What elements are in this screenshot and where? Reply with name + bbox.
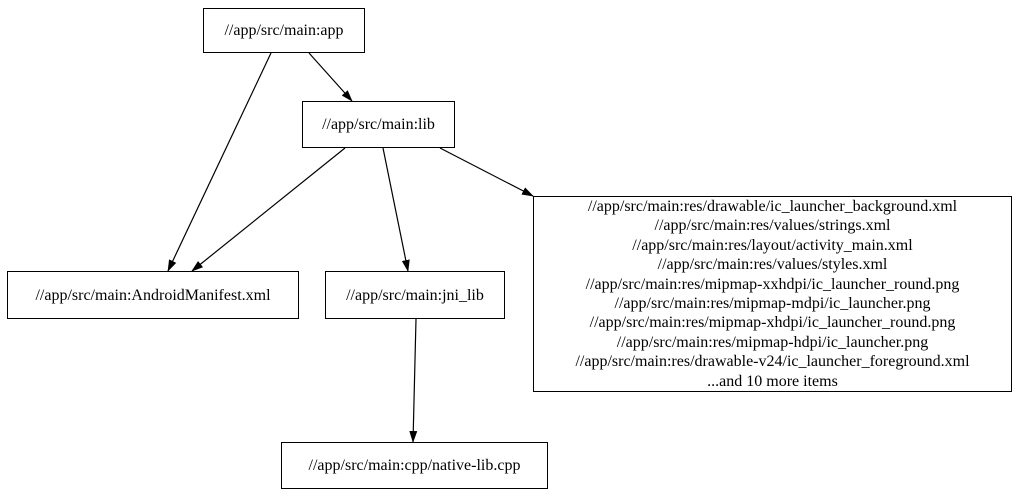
resource-line: //app/src/main:res/drawable-v24/ic_launc…	[575, 353, 970, 371]
edge-app-to-manifest	[167, 52, 272, 272]
resource-line: //app/src/main:res/drawable/ic_launcher_…	[587, 197, 958, 215]
edge-jni-lib-to-cpp	[409, 318, 418, 443]
graph-node-native-lib-cpp: //app/src/main:cpp/native-lib.cpp	[281, 442, 548, 489]
edge-lib-to-resources	[439, 147, 534, 197]
resource-line: //app/src/main:res/mipmap-xxhdpi/ic_laun…	[585, 275, 960, 293]
edge-lib-to-jni-lib	[382, 147, 410, 272]
node-jni-lib-label: //app/src/main:jni_lib	[346, 286, 484, 304]
resource-line: //app/src/main:res/mipmap-mdpi/ic_launch…	[614, 295, 931, 312]
resource-line: //app/src/main:res/layout/activity_main.…	[632, 236, 913, 254]
node-manifest-label: //app/src/main:AndroidManifest.xml	[35, 286, 271, 304]
resource-line: //app/src/main:res/values/strings.xml	[654, 217, 891, 235]
graph-node-android-manifest: //app/src/main:AndroidManifest.xml	[7, 271, 299, 319]
resource-line: //app/src/main:res/mipmap-xhdpi/ic_launc…	[589, 314, 956, 332]
graph-node-lib: //app/src/main:lib	[302, 101, 455, 148]
resource-line: //app/src/main:res/values/styles.xml	[657, 256, 888, 274]
resource-line: //app/src/main:res/mipmap-hdpi/ic_launch…	[616, 333, 929, 351]
edge-app-to-lib	[308, 52, 353, 102]
node-cpp-label: //app/src/main:cpp/native-lib.cpp	[308, 457, 521, 474]
edge-lib-to-manifest	[191, 147, 346, 272]
graph-node-jni-lib: //app/src/main:jni_lib	[325, 271, 505, 319]
node-app-label: //app/src/main:app	[224, 22, 344, 39]
node-lib-label: //app/src/main:lib	[322, 116, 435, 133]
resource-line-more-items: ...and 10 more items	[707, 372, 838, 390]
graph-node-resources-group: //app/src/main:res/drawable/ic_launcher_…	[533, 196, 1012, 392]
graph-node-app: //app/src/main:app	[203, 8, 365, 53]
